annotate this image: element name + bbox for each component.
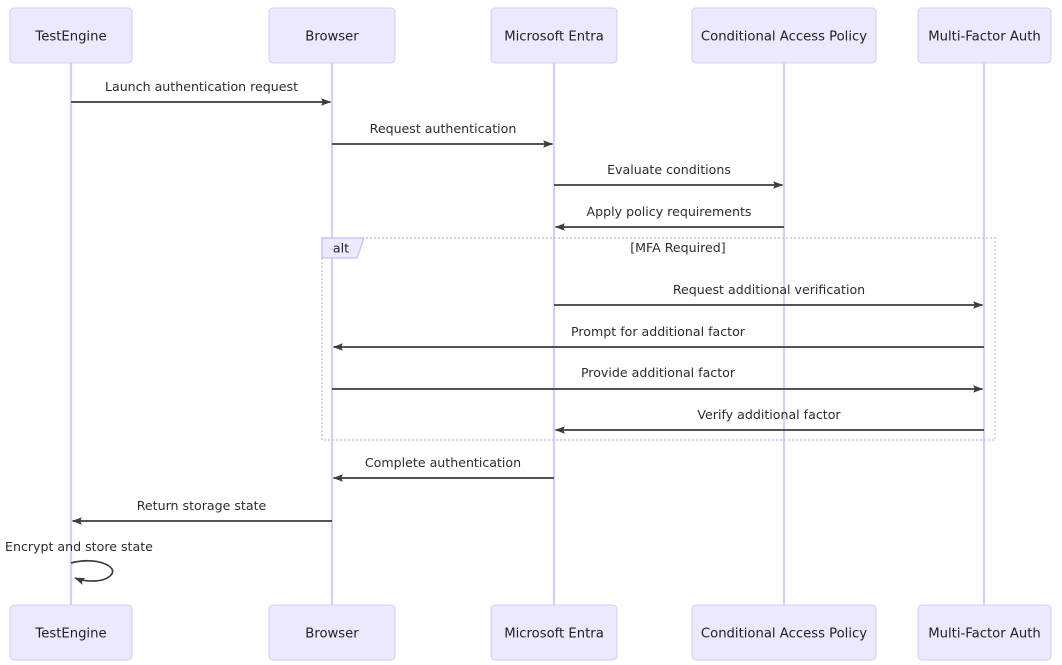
message-label: Return storage state <box>137 498 267 513</box>
participant-label-browser-bottom: Browser <box>305 627 359 642</box>
participant-label-mfa-bottom: Multi-Factor Auth <box>928 627 1040 642</box>
participant-box-testengine-bottom[interactable] <box>9 604 133 661</box>
message-label: Prompt for additional factor <box>571 324 746 339</box>
participant-label-entra-bottom: Microsoft Entra <box>504 627 604 642</box>
alt-block-group: alt [MFA Required] <box>321 237 996 441</box>
alt-block-condition: [MFA Required] <box>630 240 725 255</box>
participant-box-mfa-top[interactable] <box>917 7 1052 64</box>
participant-box-testengine-top[interactable] <box>9 7 133 64</box>
alt-block-keyword: alt <box>333 242 349 257</box>
message-label: Complete authentication <box>365 455 521 470</box>
participant-box-entra-top[interactable] <box>490 7 618 64</box>
alt-block-tab <box>321 237 365 259</box>
self-message-label: Encrypt and store state <box>5 539 153 554</box>
participant-label-testengine-top: TestEngine <box>34 30 106 45</box>
message-label: Request authentication <box>370 121 517 136</box>
participant-box-browser-bottom[interactable] <box>268 604 396 661</box>
alt-block-frame <box>321 237 996 441</box>
message-label: Evaluate conditions <box>607 162 731 177</box>
message-label: Provide additional factor <box>581 365 736 380</box>
participant-label-browser-top: Browser <box>305 30 359 45</box>
participant-label-entra-top: Microsoft Entra <box>504 30 604 45</box>
participant-box-entra-bottom[interactable] <box>490 604 618 661</box>
message-label: Request additional verification <box>673 282 865 297</box>
participant-label-cap-bottom: Conditional Access Policy <box>701 627 867 642</box>
participants-top-group: TestEngine Browser Microsoft Entra Conditio… <box>9 7 1052 64</box>
participant-box-cap-top[interactable] <box>691 7 877 64</box>
participant-label-mfa-top: Multi-Factor Auth <box>928 30 1040 45</box>
self-message-group: Encrypt and store state <box>5 539 153 585</box>
message-label: Apply policy requirements <box>587 204 752 219</box>
message-label: Launch authentication request <box>105 79 298 94</box>
participant-label-testengine-bottom: TestEngine <box>34 627 106 642</box>
participant-label-cap-top: Conditional Access Policy <box>701 30 867 45</box>
participants-bottom-group: TestEngine Browser Microsoft Entra Conditio… <box>9 604 1052 661</box>
lifelines-group <box>69 63 986 605</box>
participant-box-cap-bottom[interactable] <box>691 604 877 661</box>
message-label: Verify additional factor <box>697 407 841 422</box>
participant-box-browser-top[interactable] <box>268 7 396 64</box>
participant-box-mfa-bottom[interactable] <box>917 604 1052 661</box>
self-message-loop <box>70 559 114 585</box>
